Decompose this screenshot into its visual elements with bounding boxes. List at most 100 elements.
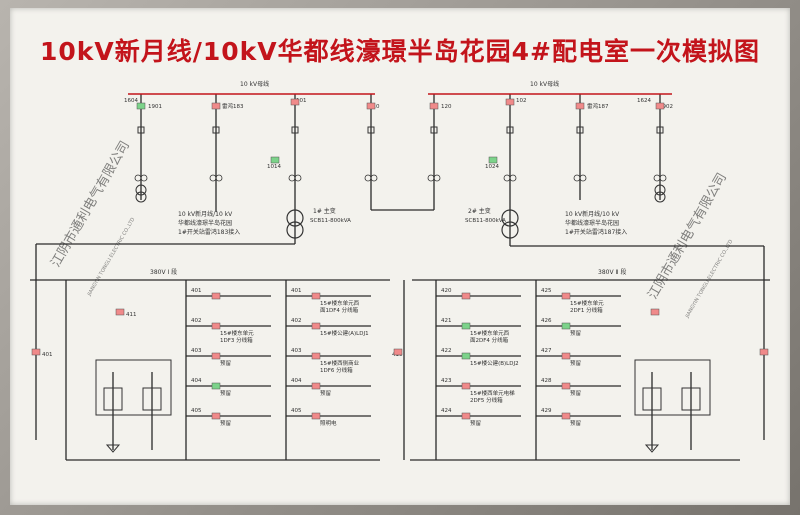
feeder-description: 15#楼东单元 xyxy=(220,329,254,337)
hv-label-1902: 1902 xyxy=(659,104,673,110)
lamp-187 xyxy=(575,102,585,110)
feeder-description: 1DF3 分线箱 xyxy=(220,336,253,344)
hv-breaker xyxy=(137,126,145,134)
hv-ct xyxy=(509,174,517,182)
watermark-en-right: JIANGYIN TONGLI ELECTRIC CO.,LTD xyxy=(684,239,734,320)
feeder-description: 15#楼东单元 xyxy=(570,299,604,307)
hv-label-1024: 1024 xyxy=(485,164,499,170)
feeder-number: 404 xyxy=(191,378,202,384)
feeder-description: 预留 xyxy=(220,359,232,367)
lamp-1014 xyxy=(270,156,280,164)
hv-breaker xyxy=(576,126,584,134)
watermark-en-left: JIANGYIN TONGLI ELECTRIC CO.,LTD xyxy=(86,217,136,298)
feeder-number: 428 xyxy=(541,378,552,384)
cap-cabinet-left-ground xyxy=(105,444,121,453)
feeder-number: 427 xyxy=(541,348,552,354)
note-right-2: 华都线濠璟半岛花园 xyxy=(565,219,619,227)
hv-label-120: 120 xyxy=(441,104,452,110)
feeder-description: 15#楼公建(B)LDJ2 xyxy=(470,359,519,367)
hv-ct xyxy=(215,174,223,182)
hv-ct xyxy=(653,174,661,182)
feeder-lamp xyxy=(211,412,221,420)
left-incomer-label: 401 xyxy=(42,352,53,358)
transformer-right-model: SCB11-800kVA xyxy=(465,218,506,224)
hv-breaker xyxy=(656,126,664,134)
feeder-lamp xyxy=(311,352,321,360)
hv-ct xyxy=(433,174,441,182)
feeder-number: 429 xyxy=(541,408,552,414)
feeder-number: 402 xyxy=(191,318,202,324)
hv-breaker xyxy=(291,126,299,134)
pt-right xyxy=(654,191,666,203)
feeder-lamp xyxy=(211,292,221,300)
hv-breaker xyxy=(367,126,375,134)
feeder-lamp xyxy=(561,352,571,360)
hv-breaker xyxy=(506,126,514,134)
hv-label-101: 101 xyxy=(296,98,307,104)
transformer-left xyxy=(286,209,304,227)
hv-label-183: 雷鸿183 xyxy=(222,102,244,110)
lamp-102 xyxy=(505,98,515,106)
feeder-lamp xyxy=(461,322,471,330)
transformer-right xyxy=(501,209,519,227)
cap-cabinet-left xyxy=(95,359,172,416)
feeder-lamp xyxy=(461,352,471,360)
right-incomer-label: 411 xyxy=(126,312,137,318)
feeder-number: 425 xyxy=(541,288,552,294)
pt-right xyxy=(654,184,666,196)
transformer-left-model: SCB11-800kVA xyxy=(310,218,351,224)
hv-ct xyxy=(288,174,296,182)
hv-ct xyxy=(573,174,581,182)
lamp-101 xyxy=(290,98,300,106)
mimic-board xyxy=(10,8,790,505)
feeder-lamp xyxy=(311,292,321,300)
feeder-number: 422 xyxy=(441,348,452,354)
feeder-number: 402 xyxy=(291,318,302,324)
lamp-1024 xyxy=(488,156,498,164)
pt-left xyxy=(135,184,147,196)
transformer-left-name: 1# 主变 xyxy=(313,207,336,215)
hv-label-1624: 1624 xyxy=(637,98,651,104)
lamp-right-aux xyxy=(650,308,660,316)
hv-ct xyxy=(140,174,148,182)
feeder-lamp xyxy=(211,322,221,330)
feeder-lamp xyxy=(561,292,571,300)
feeder-description: 1DF6 分线箱 xyxy=(320,366,353,374)
hv-ct xyxy=(364,174,372,182)
feeder-number: 426 xyxy=(541,318,552,324)
hv-ct xyxy=(579,174,587,182)
feeder-lamp xyxy=(561,322,571,330)
feeder-description: 预留 xyxy=(570,329,582,337)
feeder-description: 预留 xyxy=(220,419,232,427)
feeder-lamp xyxy=(211,352,221,360)
watermark-left: 江阴市通利电气有限公司 xyxy=(48,138,133,270)
feeder-description: 面1DF4 分线箱 xyxy=(320,306,359,314)
lamp-120 xyxy=(429,102,439,110)
note-left-3: 1#开关站雷鸿183接入 xyxy=(178,228,240,236)
feeder-description: 预留 xyxy=(220,389,232,397)
hv-breaker xyxy=(212,126,220,134)
lamp-110 xyxy=(366,102,376,110)
feeder-number: 401 xyxy=(191,288,202,294)
feeder-lamp xyxy=(461,292,471,300)
cap-cabinet-left-box1 xyxy=(103,387,123,411)
lv-bus-left-label: 380V Ⅰ 段 xyxy=(150,268,177,276)
feeder-number: 421 xyxy=(441,318,452,324)
feeder-lamp xyxy=(211,382,221,390)
hv-ct xyxy=(659,174,667,182)
hv-bus-right-label: 10 kV母线 xyxy=(530,80,559,88)
note-left-2: 华都线濠璟半岛花园 xyxy=(178,219,232,227)
hv-ct xyxy=(503,174,511,182)
hv-ct xyxy=(134,174,142,182)
feeder-description: 预留 xyxy=(570,419,582,427)
hv-ct xyxy=(209,174,217,182)
feeder-number: 401 xyxy=(291,288,302,294)
note-right-1: 10 kV新月线/10 kV xyxy=(565,210,620,218)
lamp-1604 xyxy=(136,102,146,110)
hv-label-1604: 1604 xyxy=(124,98,138,104)
feeder-lamp xyxy=(561,412,571,420)
feeder-lamp xyxy=(311,382,321,390)
note-left-1: 10 kV新月线/10 kV xyxy=(178,210,233,218)
cap-cabinet-right-box2 xyxy=(681,387,701,411)
